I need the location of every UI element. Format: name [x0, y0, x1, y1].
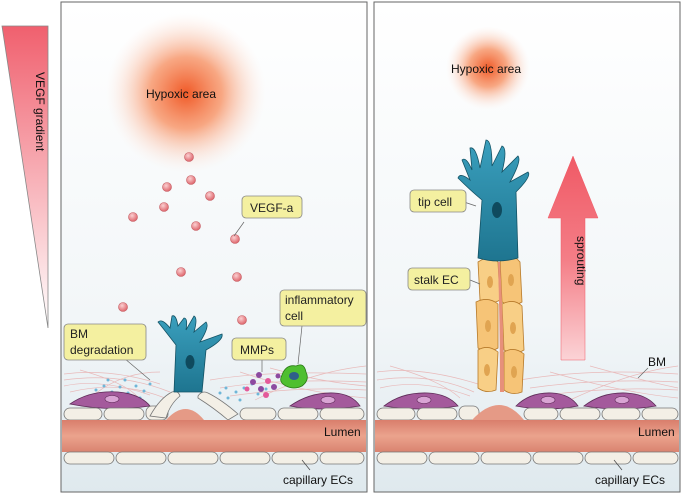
- bm-degradation-callout: BM degradation: [63, 323, 151, 381]
- vegf-label: VEGF-a: [250, 201, 294, 215]
- inflammatory-label-line2: cell: [285, 309, 303, 323]
- hypoxic-label-left: Hypoxic area: [146, 87, 216, 101]
- lumen-left: [62, 420, 366, 452]
- hypoxic-label-right: Hypoxic area: [451, 62, 521, 76]
- vegf-gradient-label: VEGF gradient: [33, 72, 47, 152]
- vegf-particles: [118, 152, 247, 325]
- sprouting-arrow: sprouting: [547, 155, 599, 361]
- mmps-label: MMPs: [240, 343, 274, 357]
- capillary-leader-left: [301, 459, 311, 471]
- endothelial-cells-top-right: [376, 405, 679, 421]
- tip-cell-label: tip cell: [418, 195, 452, 209]
- stalk-ec-label: stalk EC: [414, 273, 459, 287]
- lumen-bulge-right: [472, 405, 524, 420]
- pericytes-right: [383, 392, 657, 410]
- bm-label: BM: [648, 355, 666, 369]
- sprouting-label: sprouting: [574, 236, 588, 285]
- endothelial-cells-bottom-right: [376, 451, 679, 465]
- tip-cell-callout: tip cell: [409, 189, 477, 213]
- capillary-leader-right: [613, 459, 623, 471]
- mmps-callout: MMPs: [231, 337, 287, 372]
- bm-degradation-label-line2: degradation: [70, 343, 133, 357]
- bm-label-group: BM: [637, 355, 666, 379]
- vegf-gradient-wedge: VEGF gradient: [1, 25, 49, 329]
- tip-cell-left: [157, 315, 223, 393]
- capillary-label-right: capillary ECs: [595, 473, 665, 487]
- inflammatory-cell: [280, 364, 308, 389]
- hypoxic-area-right: [446, 26, 530, 110]
- inflammatory-label-line1: inflammatory: [285, 293, 354, 307]
- lumen-right: [375, 420, 679, 452]
- left-panel: Hypoxic area: [60, 1, 368, 493]
- pericytes-left: [69, 391, 361, 410]
- lumen-label-right: Lumen: [638, 425, 675, 439]
- stalk-cells: [475, 255, 525, 394]
- lumen-bulge-left: [166, 409, 204, 420]
- bm-degradation-label-line1: BM: [70, 327, 88, 341]
- capillary-label-left: capillary ECs: [283, 473, 353, 487]
- mmp-particles: [244, 372, 281, 398]
- gap-cells-left: [149, 391, 239, 421]
- stalk-ec-callout: stalk EC: [407, 267, 481, 291]
- tip-cell-right: [457, 139, 530, 262]
- hypoxic-area-left: [106, 13, 266, 173]
- right-panel: Hypoxic area: [373, 1, 681, 493]
- endothelial-cells-bottom-left: [63, 451, 365, 465]
- lumen-label-left: Lumen: [324, 425, 361, 439]
- vegf-callout: VEGF-a: [233, 195, 303, 237]
- inflammatory-callout: inflammatory cell: [279, 289, 367, 365]
